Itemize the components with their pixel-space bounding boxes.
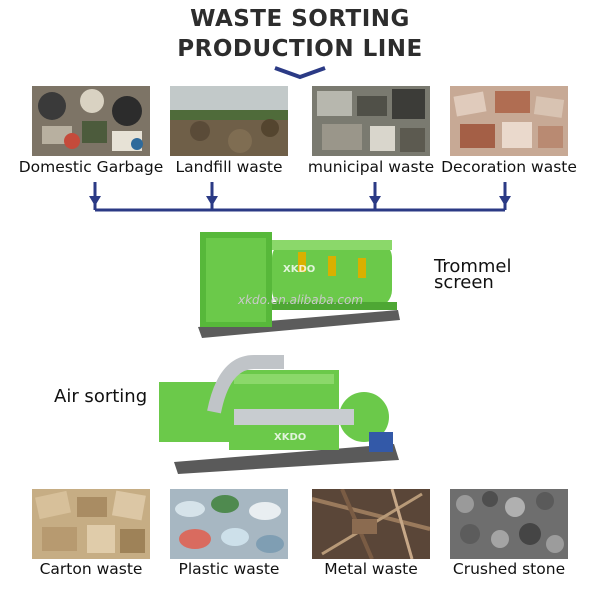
trommel-label-line-2: screen bbox=[434, 272, 494, 293]
watermark: xkdo.en.alibaba.com bbox=[238, 293, 364, 307]
output-label-carton-waste: Carton waste bbox=[39, 560, 143, 578]
input-label-landfill-waste: Landfill waste bbox=[175, 158, 283, 176]
air-sorting-label: Air sorting bbox=[54, 386, 148, 407]
input-label-decoration-waste: Decoration waste bbox=[441, 158, 577, 176]
municipal-waste-photo bbox=[312, 86, 430, 156]
output-label-crushed-stone: Crushed stone bbox=[452, 560, 566, 578]
air-sorting-machine: XKDO bbox=[159, 355, 399, 474]
output-label-metal-waste: Metal waste bbox=[324, 560, 418, 578]
decoration-waste-photo bbox=[450, 86, 568, 156]
svg-text:XKDO: XKDO bbox=[283, 264, 315, 275]
trommel-screen-machine: XKDO bbox=[198, 232, 400, 338]
svg-text:XKDO: XKDO bbox=[274, 432, 306, 443]
input-label-municipal-waste: municipal waste bbox=[307, 158, 435, 176]
metal-waste-photo bbox=[312, 489, 430, 559]
landfill-waste-photo bbox=[170, 86, 288, 156]
input-label-domestic-garbage: Domestic Garbage bbox=[18, 158, 164, 176]
crushed-stone-photo bbox=[450, 489, 568, 559]
plastic-waste-photo bbox=[170, 489, 288, 559]
flow-connector bbox=[89, 182, 511, 212]
title-line-2: PRODUCTION LINE bbox=[177, 36, 423, 62]
output-label-plastic-waste: Plastic waste bbox=[178, 560, 280, 578]
chevron-down-icon bbox=[274, 66, 326, 80]
title-line-1: WASTE SORTING bbox=[190, 6, 410, 32]
domestic-garbage-photo bbox=[32, 86, 150, 156]
trommel-label-line-1: Trommel bbox=[434, 256, 512, 277]
carton-waste-photo bbox=[32, 489, 150, 559]
